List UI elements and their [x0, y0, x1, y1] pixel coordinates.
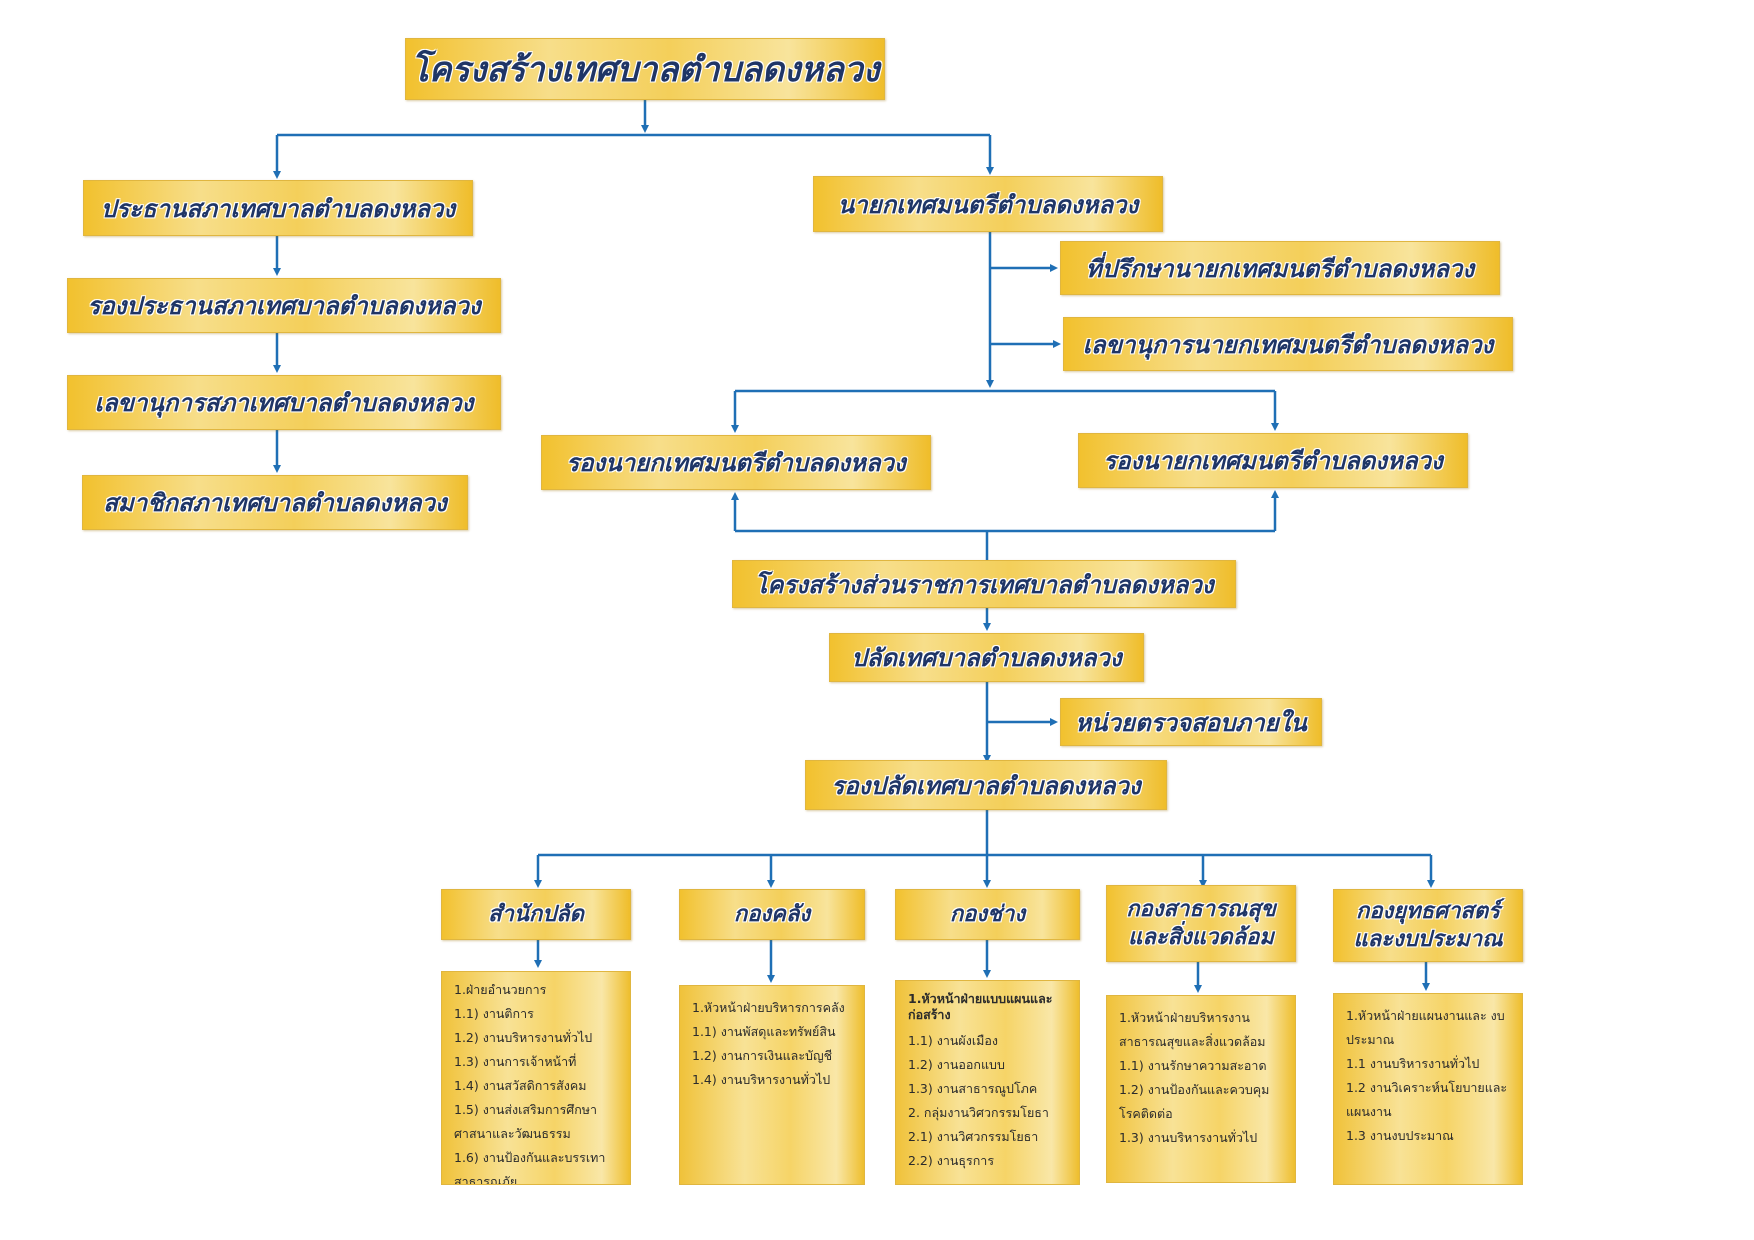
list-item: 1.4) งานบริหารงานทั่วไป [692, 1072, 831, 1087]
municipal-clerk-box: ปลัดเทศบาลตำบลดงหลวง [829, 633, 1144, 682]
list-item: 1.4) งานสวัสดิการสังคม [454, 1078, 587, 1093]
mayor-advisor-box: ที่ปรึกษานายกเทศมนตรีตำบลดงหลวง [1060, 241, 1500, 295]
deputy-mayor-left-box: รองนายกเทศมนตรีตำบลดงหลวง [541, 435, 931, 490]
list-item: 1.3) งานบริหารงานทั่วไป [1119, 1130, 1258, 1145]
list-item: 1.2 งานวิเคราะห์นโยบายและ แผนงาน [1346, 1080, 1508, 1119]
list-item: 1.1) งานผังเมือง [908, 1033, 998, 1048]
department-strategy-budget: กองยุทธศาสตร์ และงบประมาณ [1333, 889, 1523, 962]
department-office-of-clerk: สำนักปลัด [441, 889, 631, 940]
list-item: 1.1) งานพัสดุและทรัพย์สิน [692, 1024, 836, 1039]
office-of-clerk-work-list: 1.ฝ่ายอำนวยการ 1.1) งานติการ 1.2) งานบริ… [441, 971, 631, 1185]
engineering-work-list: 1.หัวหน้าฝ่ายแบบแผนและก่อสร้าง 1.1) งานผ… [895, 980, 1080, 1185]
council-president-box: ประธานสภาเทศบาลตำบลดงหลวง [83, 180, 473, 236]
list-item: 1.หัวหน้าฝ่ายบริหารงาน สาธารณสุขและสิ่งแ… [1119, 1010, 1266, 1049]
list-item: 1.5) งานส่งเสริมการศึกษา ศาสนาและวัฒนธรร… [454, 1102, 598, 1141]
list-item: 1.ฝ่ายอำนวยการ [454, 982, 547, 997]
list-item: 1.หัวหน้าฝ่ายบริหารการคลัง [692, 1000, 845, 1015]
department-public-health: กองสาธารณสุข และสิ่งแวดล้อม [1106, 885, 1296, 962]
list-item: 1.1 งานบริหารงานทั่วไป [1346, 1056, 1480, 1071]
list-item: 1.2) งานป้องกันและควบคุม โรคติดต่อ [1119, 1082, 1270, 1121]
list-item: 1.3) งานการเจ้าหน้าที่ [454, 1054, 577, 1069]
list-item: 1.1) งานรักษาความสะอาด [1119, 1058, 1267, 1073]
list-item: 1.หัวหน้าฝ่ายแบบแผนและก่อสร้าง [908, 991, 1053, 1022]
department-engineering: กองช่าง [895, 889, 1080, 940]
list-item: 1.3) งานสาธารณูปโภค [908, 1081, 1038, 1096]
finance-work-list: 1.หัวหน้าฝ่ายบริหารการคลัง 1.1) งานพัสดุ… [679, 985, 865, 1185]
deputy-mayor-right-box: รองนายกเทศมนตรีตำบลดงหลวง [1078, 433, 1468, 488]
list-item: 1.2) งานการเงินและบัญชี [692, 1048, 833, 1063]
list-item: 1.2) งานออกแบบ [908, 1057, 1005, 1072]
strategy-budget-work-list: 1.หัวหน้าฝ่ายแผนงานและ งบประมาณ 1.1 งานบ… [1333, 993, 1523, 1185]
council-vice-president-box: รองประธานสภาเทศบาลตำบลดงหลวง [67, 278, 501, 333]
chart-title: โครงสร้างเทศบาลตำบลดงหลวง [405, 38, 885, 100]
list-item: 1.หัวหน้าฝ่ายแผนงานและ งบประมาณ [1346, 1008, 1505, 1047]
list-item: 1.6) งานป้องกันและบรรเทา สาธารณภัย [454, 1150, 606, 1185]
list-item: 1.2) งานบริหารงานทั่วไป [454, 1030, 593, 1045]
public-health-work-list: 1.หัวหน้าฝ่ายบริหารงาน สาธารณสุขและสิ่งแ… [1106, 995, 1296, 1183]
mayor-box: นายกเทศมนตรีตำบลดงหลวง [813, 176, 1163, 232]
deputy-clerk-box: รองปลัดเทศบาลตำบลดงหลวง [805, 760, 1167, 810]
list-item: 2.1) งานวิศวกรรมโยธา [908, 1129, 1039, 1144]
internal-audit-box: หน่วยตรวจสอบภายใน [1060, 698, 1322, 746]
mayor-secretary-box: เลขานุการนายกเทศมนตรีตำบลดงหลวง [1063, 317, 1513, 371]
list-item: 2. กลุ่มงานวิศวกรรมโยธา [908, 1105, 1049, 1120]
list-item: 1.1) งานติการ [454, 1006, 534, 1021]
department-finance: กองคลัง [679, 889, 865, 940]
list-item: 1.3 งานงบประมาณ [1346, 1128, 1454, 1143]
council-secretary-box: เลขานุการสภาเทศบาลตำบลดงหลวง [67, 375, 501, 430]
council-members-box: สมาชิกสภาเทศบาลตำบลดงหลวง [82, 475, 468, 530]
admin-structure-box: โครงสร้างส่วนราชการเทศบาลตำบลดงหลวง [732, 560, 1236, 608]
list-item: 2.2) งานธุรการ [908, 1153, 995, 1168]
